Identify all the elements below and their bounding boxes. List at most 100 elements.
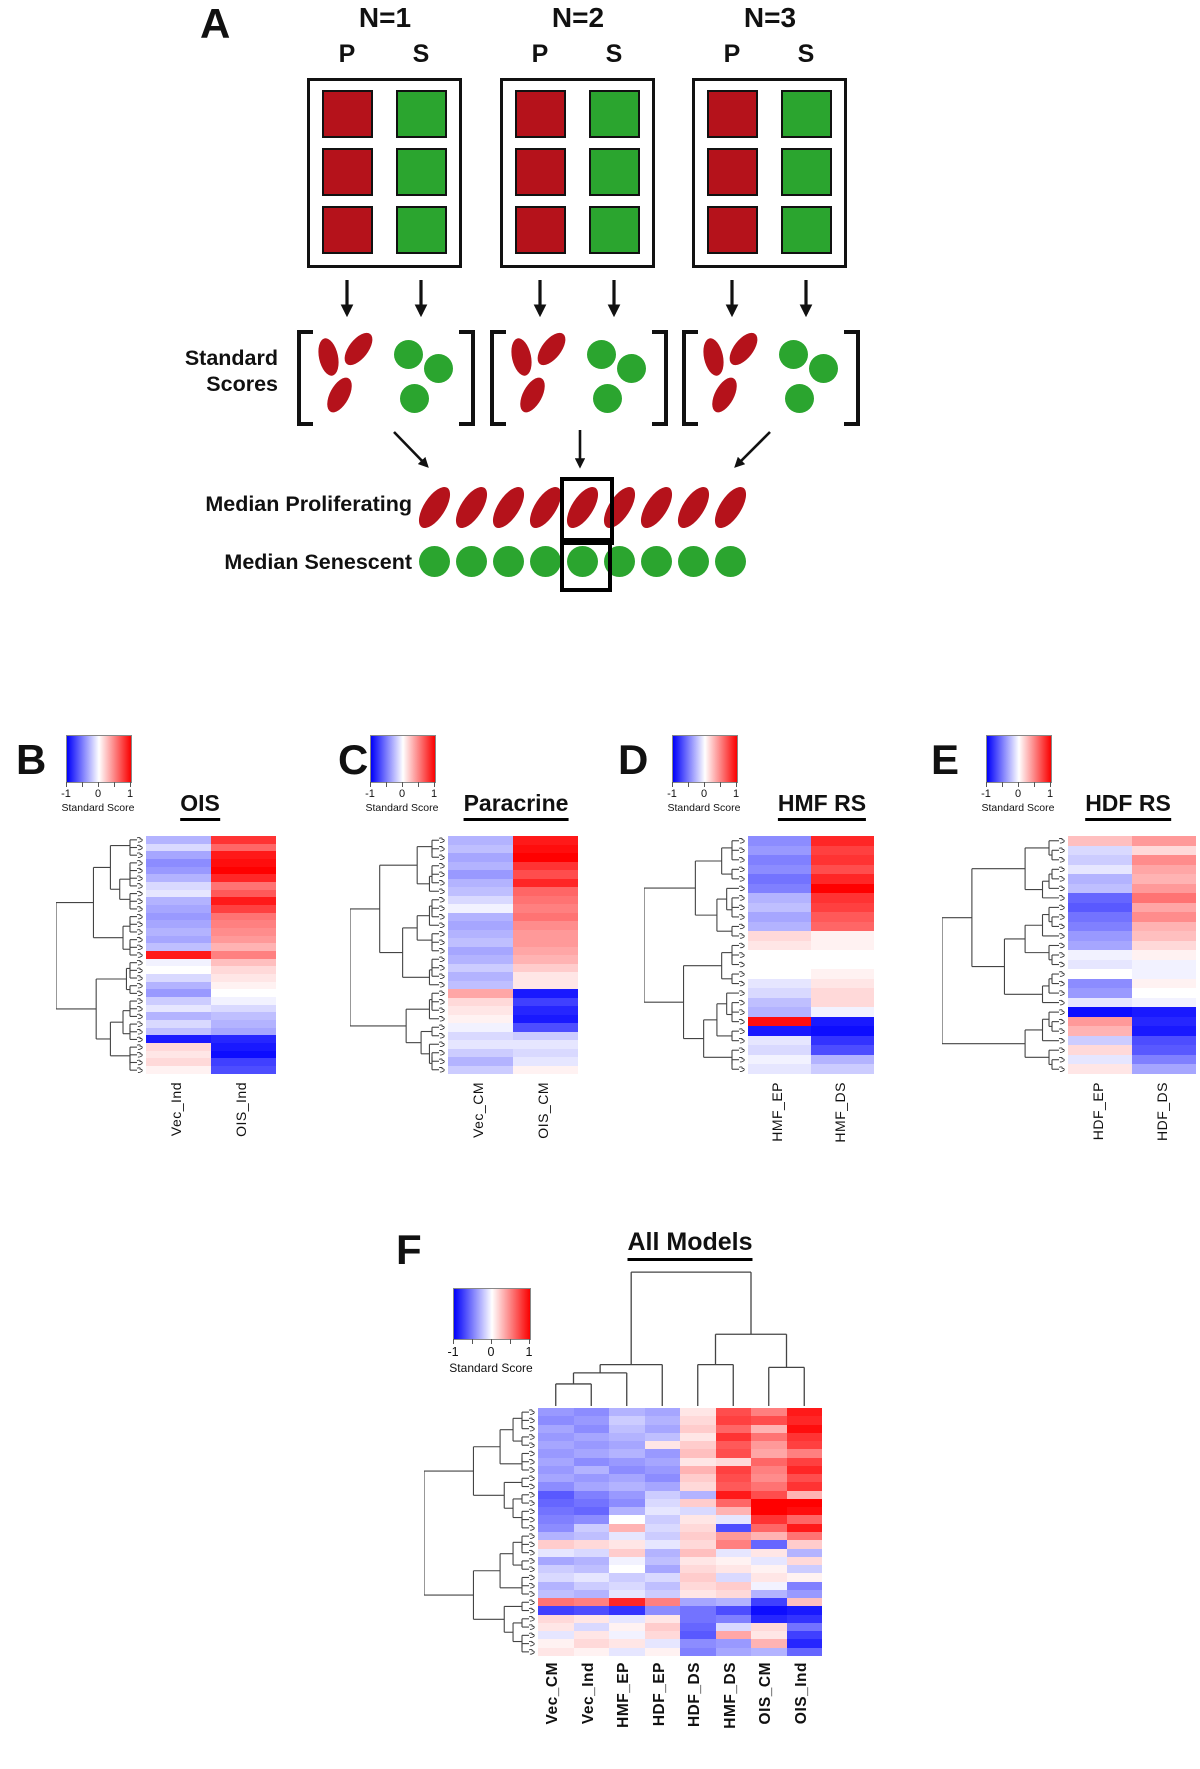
heatmap-row [538,1598,822,1607]
heatmap-cell [538,1606,574,1615]
panel-a-arrows [340,280,813,469]
heatmap-cell [680,1614,716,1623]
heatmap-column-label: OIS_Ind [792,1662,810,1725]
heatmap-cell [211,1027,276,1036]
heatmap-row [538,1614,822,1623]
heatmap-row [748,1064,874,1074]
heatmap-cell [644,1424,680,1433]
heatmap-cell [448,946,513,955]
heatmap-row [146,1020,276,1028]
heatmap-row [146,866,276,875]
heatmap-cell [748,959,811,970]
heatmap-cell [751,1432,787,1442]
heatmap-row [748,902,874,913]
heatmap-cell [1068,864,1132,875]
heatmap-cell [1132,959,1196,970]
heatmap-row [448,1023,578,1032]
heatmap [448,836,578,1074]
heatmap-row [748,874,874,884]
heatmap-cell [715,1515,751,1524]
colorbar-tick-label: -1 [981,788,991,800]
open-bracket [682,330,698,426]
heatmap-row [748,931,874,941]
heatmap-cell [573,1424,609,1433]
heatmap-cell [448,878,513,887]
heatmap-row [146,1004,276,1013]
heatmap-cell [1132,940,1196,951]
heatmap-cell [644,1573,680,1582]
close-bracket [459,330,475,426]
heatmap-cell [211,866,276,875]
heatmap-row [748,1054,874,1065]
row-dendrogram [350,837,445,1073]
heatmap-cell [538,1416,574,1425]
heatmap-row [146,905,276,913]
heatmap-cell [751,1581,787,1590]
panel-a-letter: A [200,0,231,47]
heatmap-row [538,1565,822,1574]
median-senescent-circle [419,546,450,577]
heatmap-column-label: Vec_Ind [168,1082,184,1137]
heatmap-row [1068,1054,1196,1065]
colorbar-tick-label: -1 [447,1345,459,1359]
heatmap-cell [448,1014,513,1023]
proliferating-score-ellipse [508,336,535,378]
heatmap-cell [748,883,811,894]
heatmap-cell [811,845,874,856]
heatmap-cell [715,1432,751,1442]
heatmap-cell [1132,921,1196,932]
heatmap-cell [513,853,578,862]
heatmap-row [448,1031,578,1040]
heatmap-cell [680,1457,716,1466]
proliferating-score-ellipse [515,373,550,417]
heatmap-row [448,887,578,896]
heatmap-cell [448,1040,513,1049]
heatmap-cell [786,1465,822,1475]
proliferating-score-ellipse [700,336,727,378]
heatmap-cell [538,1441,574,1450]
score-bracket-group [490,328,668,426]
panel-title: Paracrine [463,790,569,821]
heatmap-cell [715,1482,751,1491]
heatmap-cell [146,966,211,975]
heatmap-cell [786,1408,822,1417]
proliferating-sample-square [322,90,373,138]
heatmap-cell [811,1016,874,1027]
heatmap-cell [748,1026,811,1036]
senescent-score-circle [779,340,808,369]
heatmap-cell [751,1457,787,1466]
heatmap-cell [811,864,874,875]
heatmap-row [146,1012,276,1021]
heatmap-cell [211,1066,276,1074]
heatmap-cell [538,1540,574,1549]
heatmap-cell [786,1614,822,1623]
heatmap-cell [146,1058,211,1067]
heatmap-cell [680,1441,716,1450]
colorbar-tick [418,782,420,787]
median-proliferating-label: Median Proliferating [205,492,412,516]
heatmap-cell [786,1424,822,1433]
heatmap-cell [680,1598,716,1607]
heatmap-row [1068,883,1196,894]
colorbar-tick-label: -1 [61,788,71,800]
heatmap-cell [680,1548,716,1557]
heatmap-cell [448,904,513,913]
heatmap-cell [448,844,513,853]
heatmap-cell [644,1614,680,1623]
heatmap-cell [573,1548,609,1557]
heatmap-cell [715,1498,751,1508]
heatmap-cell [811,855,874,865]
heatmap-row [146,1066,276,1074]
heatmap-cell [211,958,276,967]
heatmap-cell [680,1465,716,1475]
heatmap-column-label: HMF_DS [832,1082,848,1143]
heatmap-row [448,836,578,845]
heatmap-cell [644,1647,680,1656]
heatmap-cell [538,1565,574,1574]
heatmap-cell [609,1490,645,1499]
heatmap-column-label: OIS_CM [757,1662,775,1725]
heatmap-cell [513,1023,578,1032]
heatmap-cell [748,1045,811,1055]
heatmap-cell [573,1614,609,1623]
heatmap-cell [748,950,811,960]
